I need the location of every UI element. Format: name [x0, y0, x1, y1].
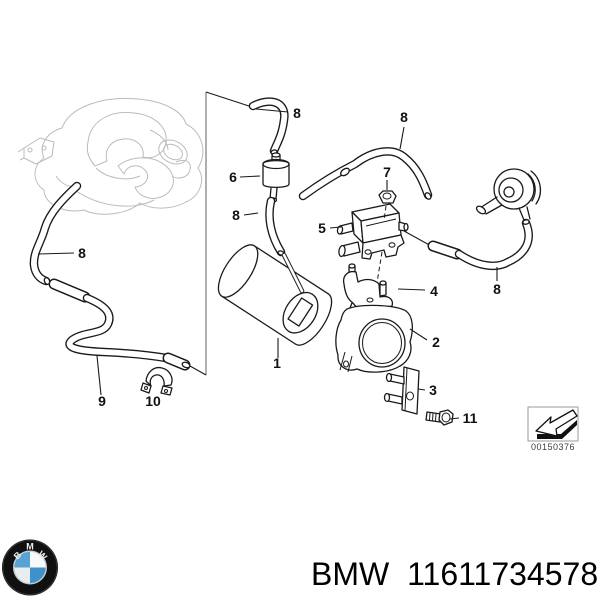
hose-8-filter-top: [248, 97, 289, 156]
hose-8-manifold: [29, 181, 82, 286]
hose-8-lower-right: [403, 218, 533, 271]
detail-box-bottom-leader: [189, 365, 207, 376]
callout-3: 3: [429, 382, 437, 398]
stamp-box: 00150376: [527, 406, 579, 452]
support-bracket-4: [342, 263, 394, 317]
throttle-flange-2: [335, 304, 413, 373]
hose-8-upper-arc: [298, 147, 433, 201]
hose-8-middle: [265, 196, 286, 257]
brand-text: BMW: [311, 556, 390, 592]
detail-box: [189, 91, 253, 376]
vacuum-control-valve-5: [336, 203, 409, 260]
callout-11: 11: [463, 410, 478, 426]
callout-4: 4: [430, 283, 438, 299]
callout-8-filter-top: 8: [293, 105, 301, 121]
callout-8-manifold: 8: [78, 245, 86, 261]
pipe-9-assembly: [48, 278, 191, 371]
callout-7: 7: [383, 164, 391, 180]
part-number-value: 11611734578: [407, 556, 598, 592]
mounting-plate-3: [383, 366, 420, 415]
logo-quadrant-tl: [14, 551, 30, 568]
filter-6: [262, 152, 290, 203]
detail-box-top-leader: [205, 91, 253, 108]
logo-quadrant-bl: [14, 567, 30, 584]
clamp-10: [140, 366, 173, 396]
logo-letter-m: M: [26, 542, 34, 552]
callout-labels: 1 2 3 4 5 6 7 8 8 8 8 8 9 10 11: [78, 105, 501, 426]
callout-10: 10: [145, 393, 161, 409]
logo-quadrant-tr: [30, 551, 46, 568]
leader-lines: [37, 108, 498, 420]
callout-8-lower-right: 8: [493, 281, 501, 297]
press-arrow-icon: [535, 409, 578, 439]
callout-8-upper-arc: 8: [400, 109, 408, 125]
engine-manifold-sketch: [17, 97, 204, 215]
stamp-code: 00150376: [531, 442, 575, 452]
callout-6: 6: [229, 169, 237, 185]
callout-8-middle: 8: [232, 207, 240, 223]
hex-nut-7: [378, 190, 397, 204]
vacuum-sensor: [475, 168, 542, 221]
vacuum-reservoir-1: [217, 244, 333, 346]
callout-1: 1: [273, 355, 281, 371]
bmw-roundel-icon: B M W: [2, 539, 58, 596]
part-number-text: BMW 11611734578: [311, 556, 598, 592]
callout-9: 9: [98, 393, 106, 409]
callout-2: 2: [432, 334, 440, 350]
callout-5: 5: [318, 220, 326, 236]
assembly-axis-dashed: [374, 205, 387, 296]
bolt-11: [425, 409, 454, 426]
logo-quadrant-br: [30, 567, 46, 584]
